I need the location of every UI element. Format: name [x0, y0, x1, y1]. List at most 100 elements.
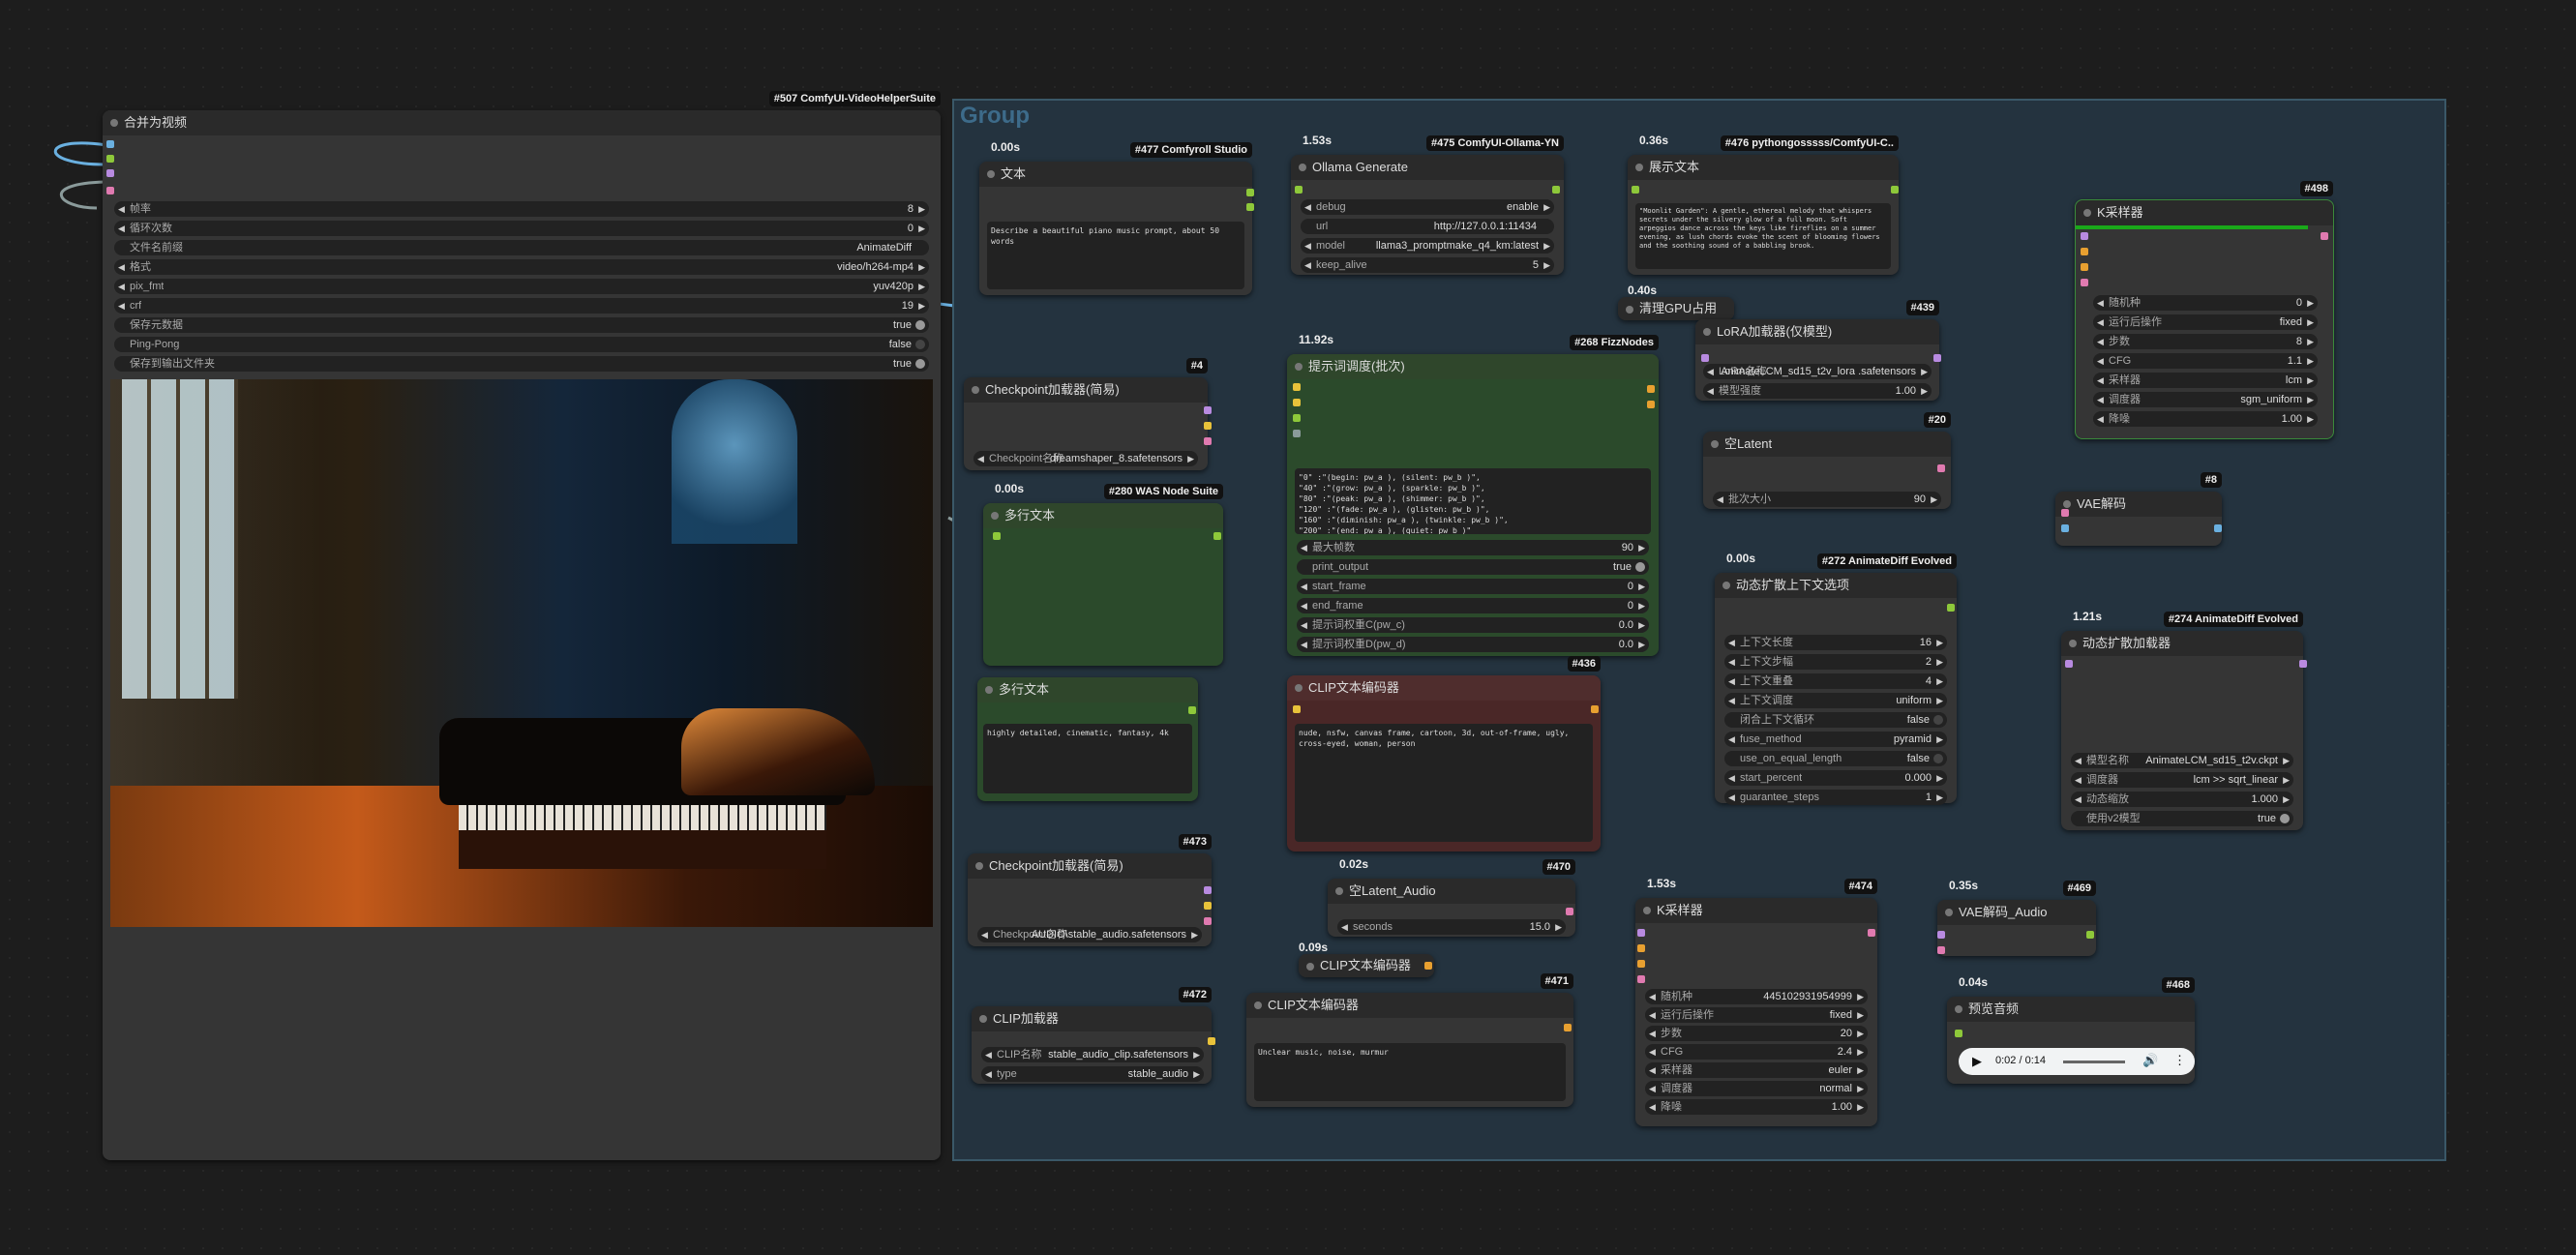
- node-title[interactable]: 多行文本: [983, 503, 1223, 528]
- more-options-icon[interactable]: ⋮: [2173, 1053, 2186, 1067]
- slot-dot[interactable]: [1293, 399, 1301, 406]
- node-title[interactable]: CLIP加载器: [972, 1006, 1212, 1031]
- slot-dot[interactable]: [1552, 186, 1560, 194]
- slot-dot[interactable]: [1424, 962, 1432, 970]
- audio-negative-prompt-input[interactable]: Unclear music, noise, murmur: [1254, 1043, 1566, 1101]
- node-animatediff-loader[interactable]: 1.21s #274 AnimateDiff Evolved 动态扩散加载器 模…: [2061, 610, 2303, 830]
- slot-dot[interactable]: [1204, 437, 1212, 445]
- audio-player[interactable]: ▶ 0:02 / 0:14 🔊 ⋮: [1959, 1048, 2195, 1075]
- slot-dot[interactable]: [1293, 705, 1301, 713]
- text-input[interactable]: Describe a beautiful piano music prompt,…: [987, 222, 1244, 289]
- node-checkpoint-loader[interactable]: #4 Checkpoint加载器(简易) Checkpoint名称dreamsh…: [964, 358, 1208, 470]
- slot-dot[interactable]: [1701, 354, 1709, 362]
- node-multiline-text-2[interactable]: 多行文本 highly detailed, cinematic, fantasy…: [977, 677, 1198, 801]
- schedule-text[interactable]: "0" :"(begin: pw_a ), (silent: pw_b )", …: [1295, 468, 1651, 534]
- slot-dot[interactable]: [106, 140, 114, 148]
- node-context-options[interactable]: 0.00s #272 AnimateDiff Evolved 动态扩散上下文选项…: [1715, 552, 1957, 805]
- node-clip-text-encode-audio[interactable]: #471 CLIP文本编码器 Unclear music, noise, mur…: [1246, 973, 1573, 1107]
- slot-dot[interactable]: [1204, 917, 1212, 925]
- slot-dot[interactable]: [1295, 186, 1303, 194]
- node-clip-loader[interactable]: #472 CLIP加载器 CLIP名称stable_audio_clip.saf…: [972, 987, 1212, 1084]
- slot-dot[interactable]: [2321, 232, 2328, 240]
- node-title[interactable]: 空Latent_Audio: [1328, 879, 1575, 904]
- node-clip-text-encode-collapsed[interactable]: 0.09s CLIP文本编码器: [1299, 941, 1434, 977]
- widget-steps[interactable]: 步数8: [2093, 334, 2318, 349]
- node-vae-decode-audio[interactable]: 0.35s #469 VAE解码_Audio: [1937, 879, 2096, 956]
- node-vae-decode[interactable]: #8 VAE解码: [2055, 472, 2222, 546]
- node-title[interactable]: CLIP文本编码器: [1287, 675, 1601, 701]
- slot-dot[interactable]: [1246, 203, 1254, 211]
- slot-dot[interactable]: [2081, 263, 2088, 271]
- slot-dot[interactable]: [1637, 929, 1645, 937]
- slot-dot[interactable]: [1647, 401, 1655, 408]
- volume-icon[interactable]: 🔊: [2142, 1053, 2159, 1067]
- slot-dot[interactable]: [2081, 248, 2088, 255]
- node-title[interactable]: 多行文本: [977, 677, 1198, 702]
- node-prompt-schedule[interactable]: 11.92s #268 FizzNodes 提示词调度(批次) "0" :"(b…: [1287, 333, 1659, 656]
- node-title[interactable]: 动态扩散上下文选项: [1715, 573, 1957, 598]
- slot-dot[interactable]: [1213, 532, 1221, 540]
- slot-dot[interactable]: [1293, 383, 1301, 391]
- negative-prompt-input[interactable]: nude, nsfw, canvas frame, cartoon, 3d, o…: [1295, 724, 1593, 842]
- widget-denoise[interactable]: 降噪1.00: [1645, 1099, 1868, 1115]
- slot-dot[interactable]: [106, 187, 114, 194]
- widget-pw-d[interactable]: 提示词权重D(pw_d)0.0: [1297, 637, 1649, 652]
- slot-dot[interactable]: [1564, 1024, 1572, 1031]
- node-title[interactable]: Checkpoint加载器(简易): [964, 377, 1208, 403]
- node-lora-loader[interactable]: #439 LoRA加载器(仅模型) LoRA名称AnimateLCM_sd15_…: [1695, 300, 1939, 401]
- node-text[interactable]: 0.00s #477 Comfyroll Studio 文本 Describe …: [979, 140, 1252, 295]
- slot-dot[interactable]: [1637, 960, 1645, 968]
- slot-dot[interactable]: [1246, 189, 1254, 196]
- multiline-input[interactable]: highly detailed, cinematic, fantasy, 4k: [983, 724, 1192, 793]
- node-title[interactable]: Checkpoint加载器(简易): [968, 853, 1212, 879]
- slot-dot[interactable]: [1647, 385, 1655, 393]
- node-title[interactable]: 展示文本: [1628, 155, 1899, 180]
- node-title[interactable]: K采样器: [2076, 200, 2333, 225]
- node-clip-text-encode-negative[interactable]: #436 CLIP文本编码器 nude, nsfw, canvas frame,…: [1287, 656, 1601, 852]
- widget-denoise[interactable]: 降噪1.00: [2093, 411, 2318, 427]
- node-title[interactable]: Ollama Generate: [1291, 155, 1564, 180]
- slot-dot[interactable]: [2081, 232, 2088, 240]
- node-title[interactable]: 文本: [979, 162, 1252, 187]
- slot-dot[interactable]: [1637, 944, 1645, 952]
- slot-dot[interactable]: [1637, 975, 1645, 983]
- node-title[interactable]: 动态扩散加载器: [2061, 631, 2303, 656]
- slot-dot[interactable]: [1937, 946, 1945, 954]
- slot-dot[interactable]: [2299, 660, 2307, 668]
